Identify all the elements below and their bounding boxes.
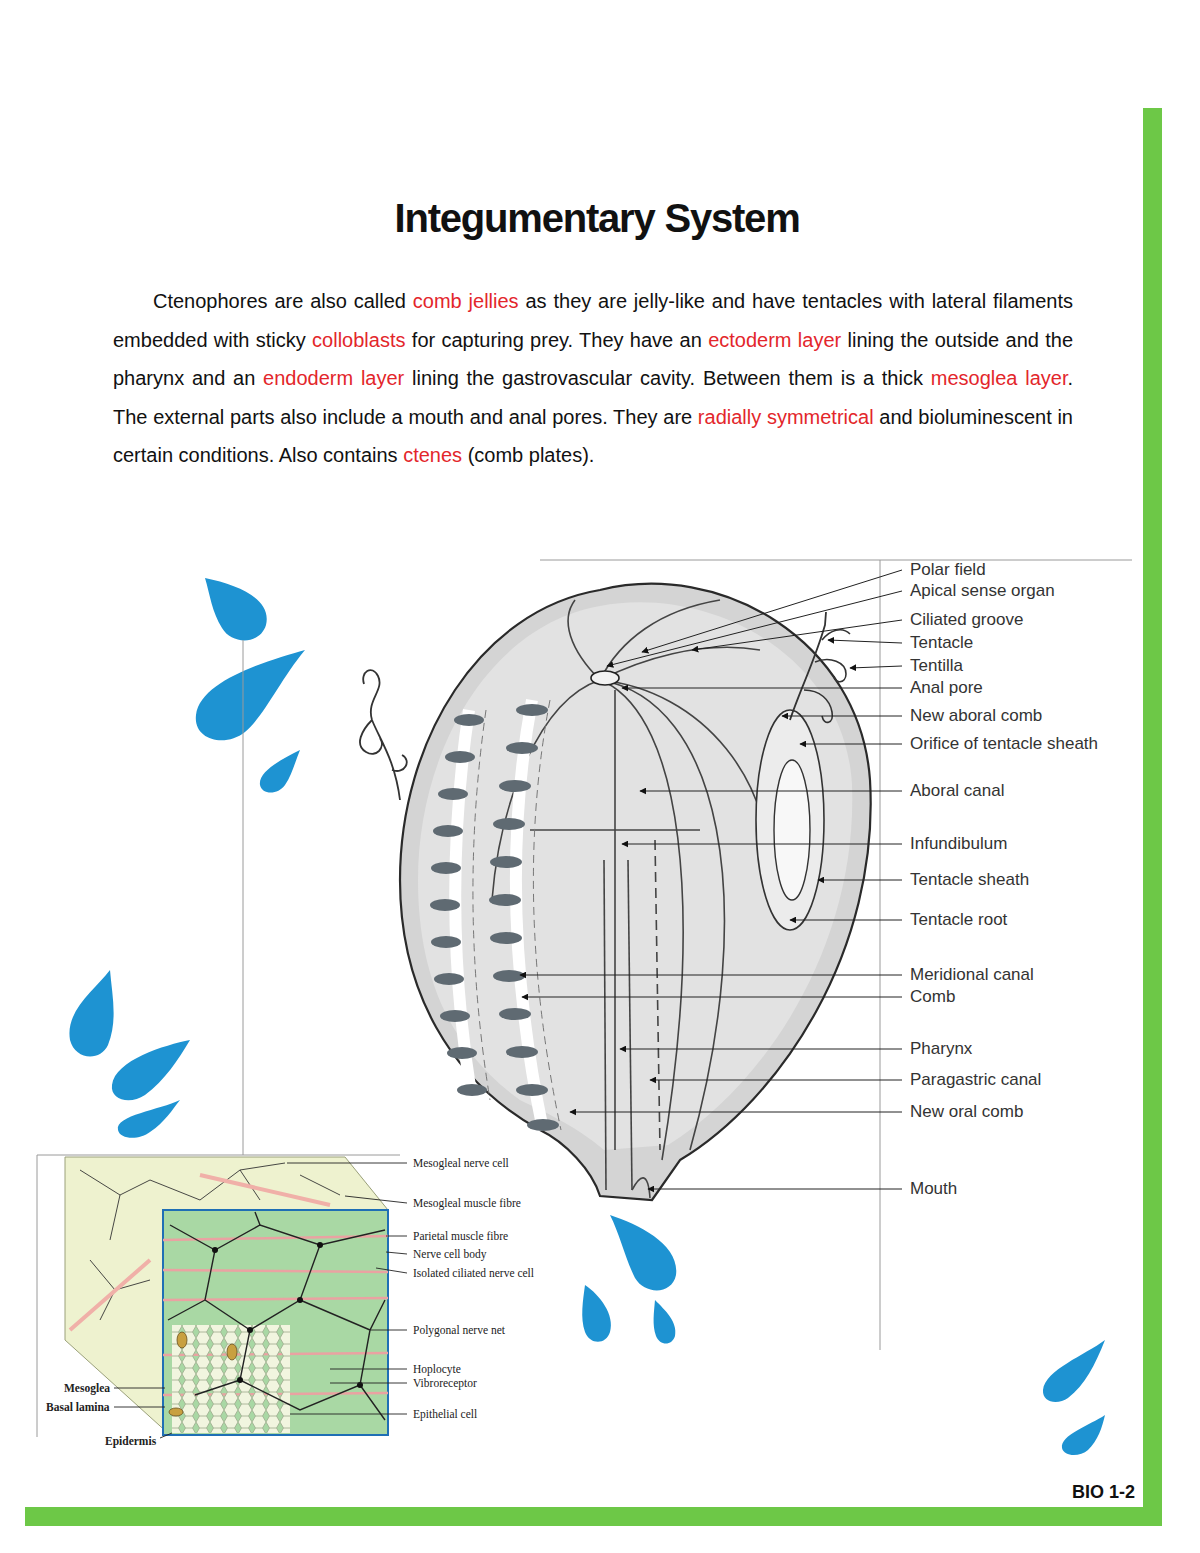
highlight-term: radially symmetrical	[698, 406, 874, 428]
inset-label: Parietal muscle fibre	[413, 1230, 508, 1242]
highlight-term: comb jellies	[413, 290, 519, 312]
leader-lines	[520, 570, 902, 1189]
body-text: Ctenophores are also called	[153, 290, 406, 312]
tissue-inset	[65, 1157, 388, 1435]
highlight-term: ectoderm layer	[708, 329, 841, 351]
decor-drops	[69, 578, 1105, 1455]
part-label: Infundibulum	[910, 834, 1007, 854]
part-label: Ciliated groove	[910, 610, 1023, 630]
inset-leader-lines	[114, 1163, 407, 1438]
inset-label: Epidermis	[104, 1435, 157, 1447]
page-number: BIO 1-2	[1072, 1482, 1135, 1503]
highlight-term: endoderm layer	[263, 367, 404, 389]
part-label: New aboral comb	[910, 706, 1042, 726]
highlight-term: ctenes	[403, 444, 462, 466]
highlight-term: mesoglea layer	[931, 367, 1068, 389]
part-label: Aboral canal	[910, 781, 1005, 801]
ctenophore-figure	[360, 584, 871, 1200]
inset-label: Mesogleal nerve cell	[413, 1157, 509, 1169]
inset-label: Isolated ciliated nerve cell	[413, 1267, 534, 1279]
body-paragraph: Ctenophores are also called comb jellies…	[113, 282, 1073, 475]
part-label: Tentilla	[910, 656, 963, 676]
inset-label: Mesoglea	[63, 1382, 111, 1394]
inset-label: Polygonal nerve net	[413, 1324, 505, 1336]
part-label: Tentacle root	[910, 910, 1007, 930]
inset-label: Hoplocyte	[413, 1363, 461, 1375]
inset-label: Epithelial cell	[413, 1408, 477, 1420]
part-label: Comb	[910, 987, 955, 1007]
part-label: Tentacle	[910, 633, 973, 653]
part-label: Paragastric canal	[910, 1070, 1041, 1090]
inset-label: Mesogleal muscle fibre	[413, 1197, 521, 1209]
body-text: (comb plates).	[468, 444, 595, 466]
part-label: Orifice of tentacle sheath	[910, 734, 1098, 754]
part-label: Mouth	[910, 1179, 957, 1199]
part-label: Meridional canal	[910, 965, 1034, 985]
frame-bar	[1143, 108, 1162, 1526]
figure-frame	[37, 560, 1132, 1437]
inset-label: Vibroreceptor	[413, 1377, 477, 1389]
inset-label: Basal lamina	[45, 1401, 111, 1413]
body-text: lining the gastrovascular cavity. Betwee…	[412, 367, 923, 389]
inset-label: Nerve cell body	[413, 1248, 486, 1260]
part-label: Polar field	[910, 560, 986, 580]
part-label: Anal pore	[910, 678, 983, 698]
frame-bar	[25, 1507, 1162, 1526]
page-title: Integumentary System	[0, 196, 1194, 241]
part-label: Tentacle sheath	[910, 870, 1029, 890]
body-text: for capturing prey. They have an	[412, 329, 702, 351]
part-label: Apical sense organ	[910, 581, 1055, 601]
part-label: Pharynx	[910, 1039, 972, 1059]
highlight-term: colloblasts	[312, 329, 405, 351]
part-label: New oral comb	[910, 1102, 1023, 1122]
